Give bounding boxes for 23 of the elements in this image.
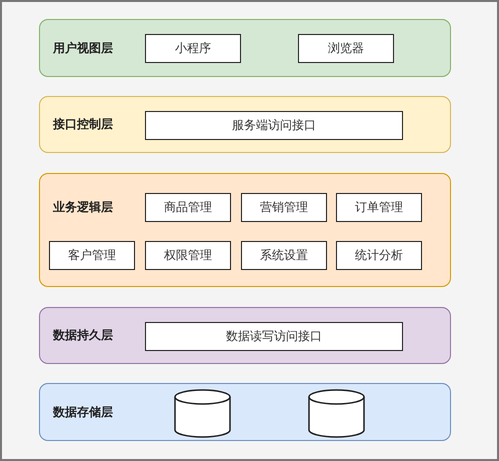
module-box: 浏览器 bbox=[298, 34, 394, 63]
module-box: 数据读写访问接口 bbox=[145, 322, 403, 351]
layer-panel bbox=[39, 96, 451, 153]
module-box: 客户管理 bbox=[49, 241, 135, 270]
module-box: 系统设置 bbox=[241, 241, 327, 270]
cylinder-shape bbox=[174, 389, 231, 438]
layer-title: 业务逻辑层 bbox=[53, 199, 113, 216]
module-box: 统计分析 bbox=[336, 241, 422, 270]
layer-title: 数据持久层 bbox=[53, 327, 113, 344]
layer-title: 数据存储层 bbox=[53, 404, 113, 420]
layer-title: 用户视图层 bbox=[53, 40, 113, 56]
module-box: 权限管理 bbox=[145, 241, 231, 270]
layer-title: 接口控制层 bbox=[53, 116, 113, 133]
layer-panel bbox=[39, 19, 451, 77]
layer-panel bbox=[39, 383, 451, 441]
module-box: 小程序 bbox=[145, 34, 241, 63]
layer-panel bbox=[39, 173, 451, 287]
module-box: 订单管理 bbox=[336, 193, 422, 222]
cylinder-shape bbox=[308, 389, 365, 438]
module-box: 商品管理 bbox=[145, 193, 231, 222]
layer-panel bbox=[39, 307, 451, 364]
module-box: 服务端访问接口 bbox=[145, 111, 403, 140]
module-box: 营销管理 bbox=[241, 193, 327, 222]
